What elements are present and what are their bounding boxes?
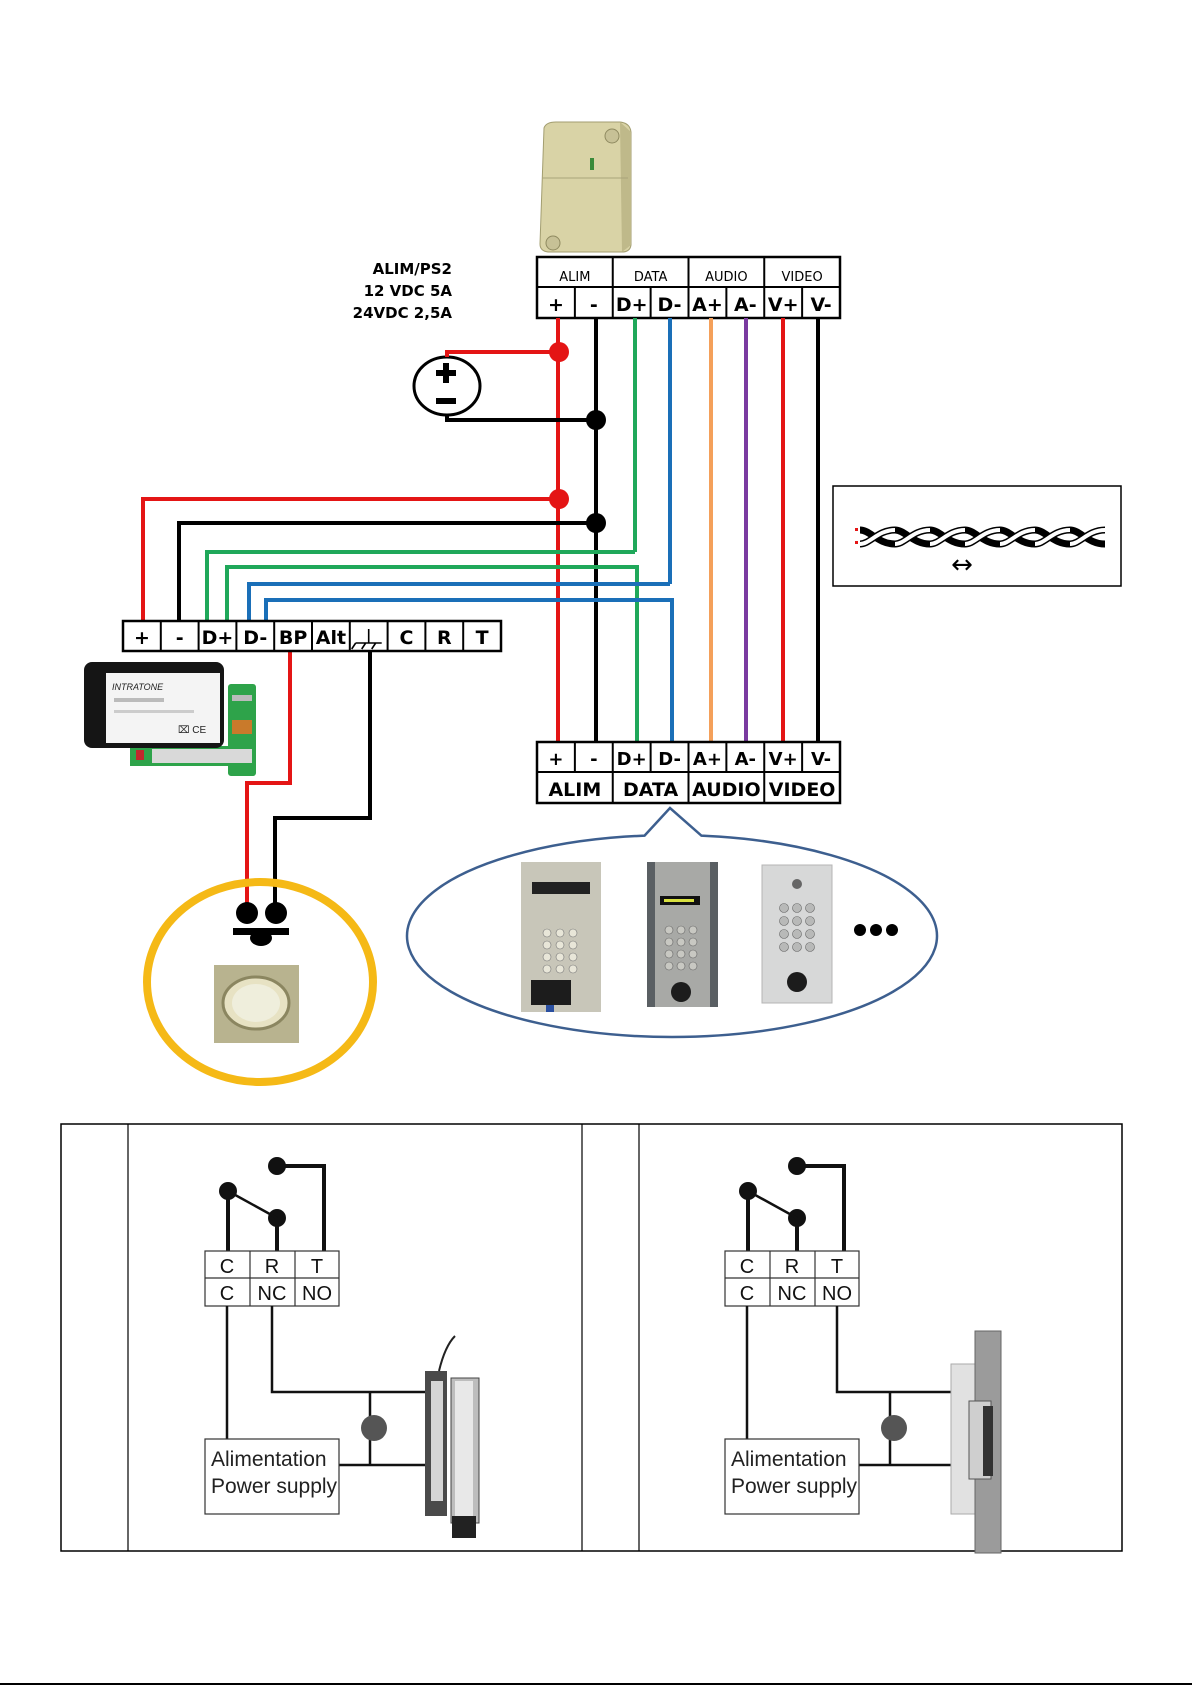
- more-panels-indicator: [854, 924, 898, 936]
- controller-pin-label: +: [134, 627, 150, 649]
- relay-bottom-label: C: [220, 1283, 234, 1305]
- controller-device-image: INTRATONE ⌧ CE: [84, 662, 256, 776]
- panel-block-pin-label: +: [548, 749, 563, 770]
- top-block-pin-label: V-: [810, 294, 831, 316]
- psu-label-fr: Alimentation: [211, 1448, 327, 1471]
- panel-block-group-label: DATA: [623, 779, 678, 801]
- top-block-group-label: ALIM: [559, 270, 590, 285]
- panel-terminal-block: + -D+ D- A+ A- V+ V- ALIM DATA AUDIO VIDEO: [537, 742, 840, 803]
- length-arrow-icon: ↔: [951, 550, 973, 580]
- panel-block-pin-label: V-: [811, 749, 831, 770]
- junction-dot: [549, 489, 569, 509]
- relay-top-label: R: [265, 1256, 279, 1278]
- panel-block-pin-label: D+: [617, 749, 647, 770]
- electric-strike-image: [951, 1331, 1001, 1553]
- wire-ctrl-dplus-1: [207, 552, 635, 621]
- wire-psu-plus: [447, 352, 558, 357]
- top-block-pin-label: +: [548, 294, 564, 316]
- relay-top-label: T: [311, 1256, 323, 1278]
- controller-pin-label: BP: [279, 627, 307, 649]
- panel-block-group-label: VIDEO: [769, 779, 836, 801]
- controller-pin-label: D-: [243, 627, 267, 649]
- door-panel-1-image: [521, 862, 601, 1012]
- top-block-pin-label: A+: [692, 294, 723, 316]
- relay-bottom-label: NC: [258, 1283, 287, 1305]
- panel-block-pin-label: V+: [769, 749, 798, 770]
- relay-bottom-label: NO: [822, 1283, 852, 1305]
- psu-spec-12v: 12 VDC 5A: [364, 282, 453, 300]
- controller-pin-label: Alt: [316, 627, 346, 649]
- magnetic-lock-image: [425, 1336, 479, 1538]
- twisted-pair-legend: ↔: [833, 486, 1121, 586]
- psu-label-en: Power supply: [211, 1475, 338, 1498]
- psu-name: ALIM/PS2: [373, 260, 452, 278]
- controller-pin-label: T: [476, 627, 489, 649]
- panel-block-group-label: ALIM: [548, 779, 601, 801]
- wire-ctrl-dminus-1: [249, 584, 670, 621]
- wire-psu-minus: [447, 415, 596, 420]
- junction-dot: [549, 342, 569, 362]
- panel-block-pin-label: -: [590, 749, 597, 770]
- top-block-pin-label: D+: [616, 294, 648, 316]
- panel-block-pin-label: A-: [735, 749, 756, 770]
- junction-dot: [586, 410, 606, 430]
- relay-bottom-label: C: [740, 1283, 754, 1305]
- psu-label-en: Power supply: [731, 1475, 858, 1498]
- panel-block-group-label: AUDIO: [692, 779, 761, 801]
- top-block-group-label: DATA: [634, 270, 668, 285]
- dc-source-icon: [414, 357, 480, 415]
- controller-pin-label: R: [437, 627, 452, 649]
- psu-spec-24v: 24VDC 2,5A: [353, 304, 453, 322]
- top-block-pin-label: A-: [734, 294, 757, 316]
- relay-bottom-label: NC: [778, 1283, 807, 1305]
- top-block-group-label: VIDEO: [782, 270, 823, 285]
- top-module-image: [540, 122, 631, 252]
- controller-pin-label: C: [400, 627, 414, 649]
- junction-dot: [586, 513, 606, 533]
- controller-terminal-block: + -D+ D- BP Alt C R T: [123, 621, 501, 651]
- wire-ctrl-minus: [179, 523, 596, 621]
- psu-label-fr: Alimentation: [731, 1448, 847, 1471]
- top-terminal-block: ALIM DATA AUDIO VIDEO + -D+ D- A+ A- V+ V-: [537, 257, 840, 318]
- panels-bubble: [407, 808, 937, 1037]
- door-panel-3-image: [762, 865, 832, 1003]
- top-block-group-label: AUDIO: [705, 270, 748, 285]
- relay-top-label: R: [785, 1256, 799, 1278]
- relay-bottom-label: NO: [302, 1283, 332, 1305]
- exit-button: [147, 882, 373, 1082]
- top-block-pin-label: -: [590, 294, 598, 316]
- top-block-pin-label: D-: [658, 294, 682, 316]
- relay-top-label: T: [831, 1256, 843, 1278]
- top-block-pin-label: V+: [768, 294, 799, 316]
- wires: [143, 318, 818, 913]
- varistor-icon: [881, 1415, 907, 1441]
- controller-pin-label: D+: [202, 627, 234, 649]
- door-panel-2-image: [647, 862, 718, 1007]
- varistor-icon: [361, 1415, 387, 1441]
- relay-top-label: C: [220, 1256, 234, 1278]
- relay-top-label: C: [740, 1256, 754, 1278]
- panel-block-pin-label: A+: [693, 749, 722, 770]
- svg-text:⌧ CE: ⌧ CE: [178, 725, 207, 736]
- panel-block-pin-label: D-: [658, 749, 681, 770]
- controller-pin-label: -: [176, 627, 184, 649]
- controller-brand: INTRATONE: [112, 682, 164, 692]
